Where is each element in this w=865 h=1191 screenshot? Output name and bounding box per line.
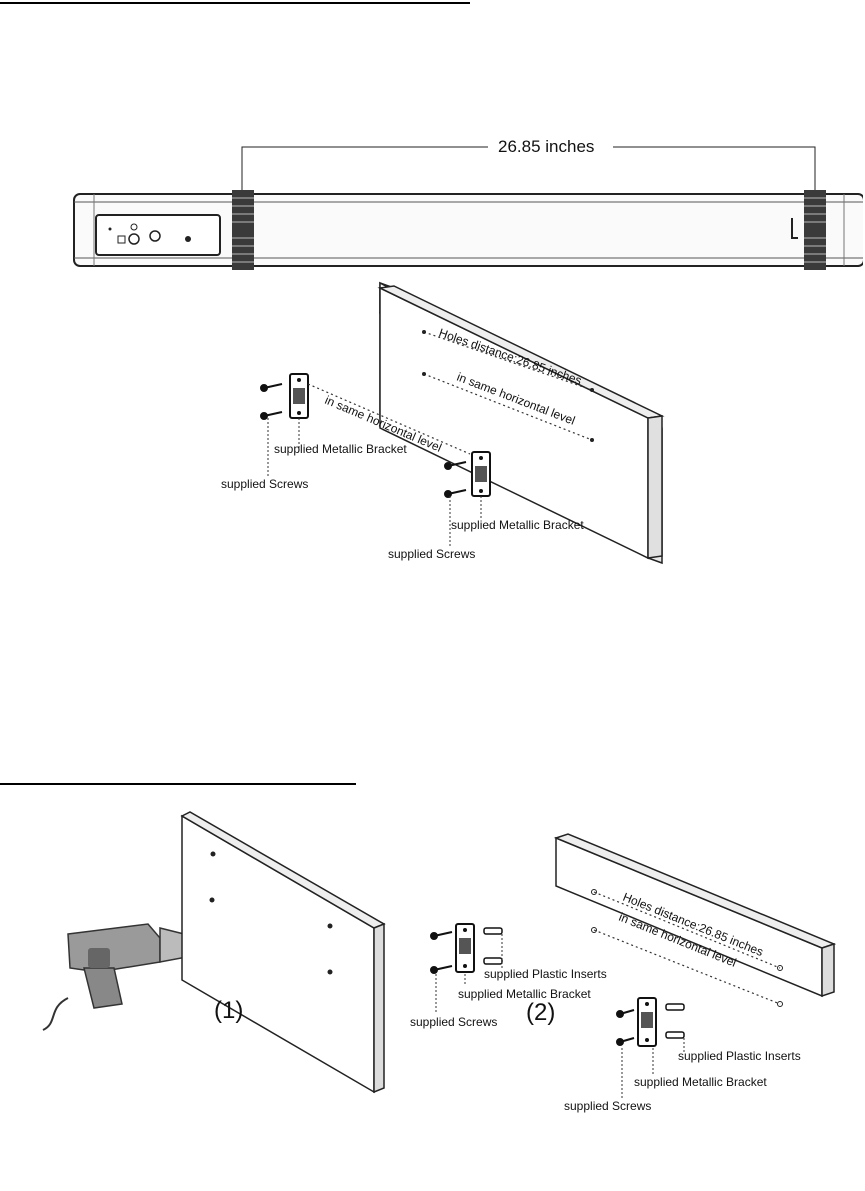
bottom-section-rule <box>0 783 356 785</box>
drill-icon <box>42 923 225 1031</box>
wall-board-icon <box>180 811 386 1094</box>
label-screws-left: supplied Screws <box>410 1015 497 1029</box>
label-screws-right: supplied Screws <box>564 1099 651 1113</box>
bracket-icon <box>289 373 309 419</box>
screw-icon <box>616 1009 635 1046</box>
label-inserts-left: supplied Plastic Inserts <box>484 967 607 981</box>
dimension-label: 26.85 inches <box>498 137 594 156</box>
label-bracket-right: supplied Metallic Bracket <box>634 1075 767 1089</box>
dimension-line <box>241 146 816 200</box>
bracket-icon <box>455 923 475 973</box>
bracket-icon <box>471 451 491 497</box>
top-section-rule <box>0 2 470 4</box>
plastic-insert-icon <box>665 1003 685 1039</box>
screw-icon <box>430 931 453 974</box>
bottom-diagram: (1) supplied Plastic Inserts supplied Me… <box>42 811 837 1113</box>
wall-board-icon <box>553 833 837 998</box>
step2-label: (2) <box>526 999 555 1026</box>
plastic-insert-icon <box>483 927 503 965</box>
label-screws-left: supplied Screws <box>221 477 308 491</box>
label-bracket-right: supplied Metallic Bracket <box>451 518 584 532</box>
bottom-diagram-panel: (1) supplied Plastic Inserts supplied Me… <box>28 808 860 1118</box>
bracket-icon <box>637 997 657 1047</box>
heater-bar-icon <box>73 190 865 270</box>
label-screws-right: supplied Screws <box>388 547 475 561</box>
top-diagram: 26.85 inches <box>73 137 865 565</box>
label-bracket-left: supplied Metallic Bracket <box>458 987 591 1001</box>
label-bracket-left: supplied Metallic Bracket <box>274 442 407 456</box>
screw-icon <box>444 461 467 498</box>
label-inserts-right: supplied Plastic Inserts <box>678 1049 801 1063</box>
wall-board-front <box>377 285 665 560</box>
top-diagram-panel: 26.85 inches <box>58 118 865 570</box>
step1-label: (1) <box>214 997 243 1024</box>
screw-icon <box>260 383 283 420</box>
